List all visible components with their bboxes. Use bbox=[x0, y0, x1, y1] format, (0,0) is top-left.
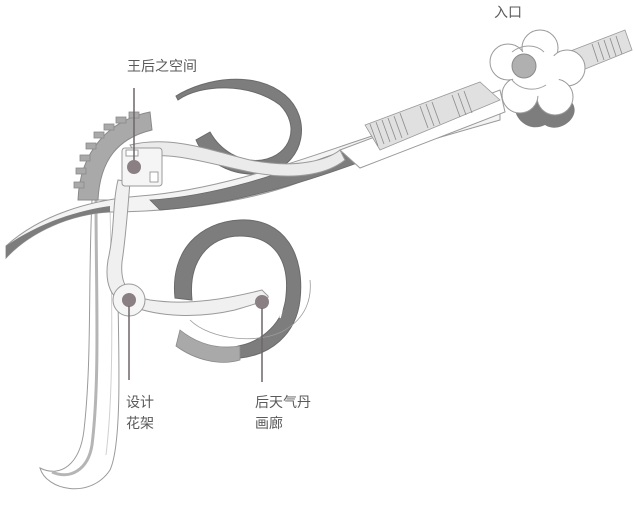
label-queen-space: 王后之空间 bbox=[127, 59, 197, 75]
entrance-ribbon bbox=[339, 29, 633, 169]
label-gallery: 后天气丹 画廊 bbox=[255, 393, 311, 435]
marker-gallery bbox=[255, 295, 269, 382]
gallery-loop-ribbon bbox=[173, 219, 311, 363]
marker-design-trellis bbox=[122, 293, 136, 380]
label-design-trellis: 设计 花架 bbox=[126, 393, 154, 435]
left-hanging-ribbon bbox=[39, 199, 120, 490]
marker-queen-space bbox=[127, 88, 141, 174]
entrance-flower bbox=[489, 29, 586, 128]
label-design-trellis-line2: 花架 bbox=[126, 416, 154, 432]
label-entrance: 入口 bbox=[494, 5, 522, 21]
label-gallery-line2: 画廊 bbox=[255, 416, 283, 432]
label-gallery-line1: 后天气丹 bbox=[255, 395, 311, 411]
label-design-trellis-line1: 设计 bbox=[126, 395, 154, 411]
